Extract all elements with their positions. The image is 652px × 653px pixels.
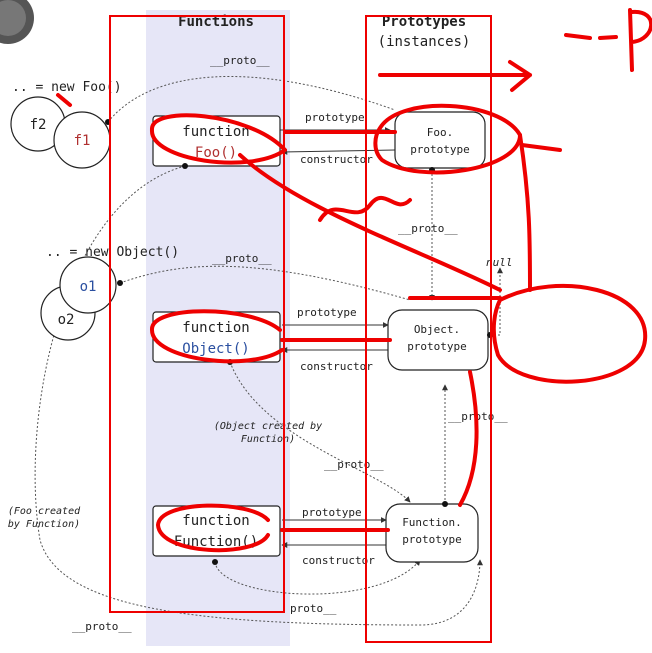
svg-text:constructor: constructor — [300, 360, 373, 373]
svg-text:prototype: prototype — [407, 340, 467, 353]
function-prototype-node: Function. prototype — [385, 503, 479, 563]
svg-text:function: function — [182, 320, 249, 336]
svg-text:f1: f1 — [74, 133, 91, 149]
instances-header: (instances) — [378, 34, 471, 50]
svg-text:Object(): Object() — [182, 341, 249, 357]
svg-text:null: null — [486, 256, 513, 269]
svg-text:Function): Function) — [241, 434, 295, 445]
svg-text:prototype: prototype — [302, 506, 362, 519]
svg-text:Function(): Function() — [174, 534, 258, 550]
svg-text:f2: f2 — [30, 117, 47, 133]
svg-text:function: function — [182, 513, 249, 529]
object-created-note: (Object created by — [214, 421, 322, 432]
svg-text:Foo(): Foo() — [195, 145, 237, 161]
svg-text:__proto__: __proto__ — [324, 458, 384, 471]
function-function-node: function Function() — [152, 505, 281, 557]
svg-text:o1: o1 — [80, 279, 97, 295]
new-object-label: .. = new Object() — [46, 245, 179, 260]
svg-text:Object.: Object. — [414, 323, 460, 336]
object-prototype-node: Object. prototype — [387, 309, 489, 371]
svg-text:function: function — [182, 124, 249, 140]
svg-text:__proto__: __proto__ — [210, 54, 270, 67]
svg-text:prototype: prototype — [410, 143, 470, 156]
svg-text:__proto__: __proto__ — [398, 222, 458, 235]
o1-instance — [59, 256, 117, 314]
functions-header: Functions — [178, 14, 254, 30]
object-function-node: function Object() — [152, 311, 281, 363]
foo-prototype-node: Foo. prototype — [394, 111, 486, 169]
svg-text:by Function): by Function) — [8, 519, 80, 530]
svg-text:prototype: prototype — [297, 306, 357, 319]
svg-text:prototype: prototype — [305, 111, 365, 124]
foo-created-note: (Foo created — [8, 506, 81, 517]
prototypes-header: Prototypes — [382, 14, 466, 30]
svg-text:__proto__: __proto__ — [212, 252, 272, 265]
svg-text:Function.: Function. — [402, 516, 462, 529]
svg-text:o2: o2 — [58, 312, 75, 328]
svg-text:Foo.: Foo. — [427, 126, 454, 139]
svg-text:constructor: constructor — [302, 554, 375, 567]
new-foo-label: .. = new Foo() — [12, 80, 122, 95]
svg-text:constructor: constructor — [300, 153, 373, 166]
svg-text:__proto__: __proto__ — [72, 620, 132, 633]
svg-text:proto__: proto__ — [290, 602, 337, 615]
svg-text:prototype: prototype — [402, 533, 462, 546]
red-annotations — [56, 8, 652, 643]
